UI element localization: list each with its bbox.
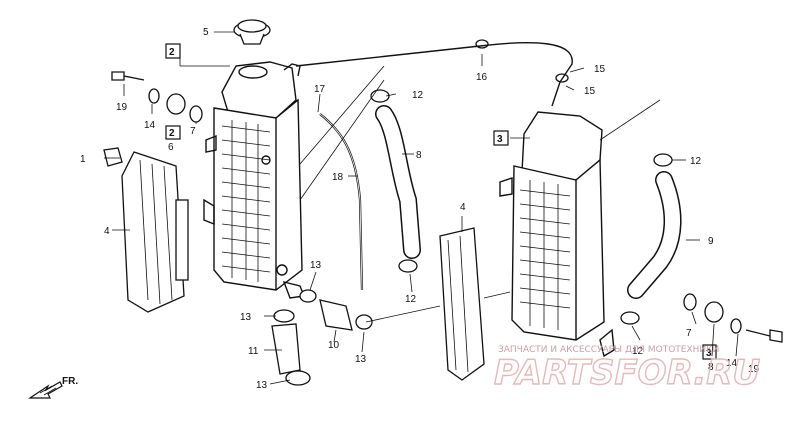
grommet-1 [103,147,123,167]
callout-8-grommet: 8 [708,362,714,373]
callout-2-box-b: 2 [169,128,175,139]
breather-hose-18 [319,113,364,291]
callout-10: 10 [328,340,340,351]
callout-11: 11 [248,346,259,357]
hose-11 [271,323,301,375]
callout-3-box: 3 [497,134,503,145]
callout-17: 17 [314,84,326,95]
callout-3-box-b: 3 [706,348,712,359]
callout-4-right: 4 [460,202,466,213]
callout-12-c: 12 [690,156,702,167]
callout-15-b: 15 [584,86,596,97]
callout-4-left: 4 [104,226,110,237]
callout-2-box: 2 [169,47,175,58]
right-shroud [439,227,485,381]
callout-19-right: 19 [748,364,760,375]
watermark-brand: PARTSFOR.RU [494,353,760,393]
callout-13-b: 13 [240,312,252,323]
callout-14-left: 14 [144,120,156,131]
callout-8-hose: 8 [416,150,422,161]
right-mount-hardware [683,293,783,343]
left-radiator [203,61,305,299]
callout-12-a: 12 [412,90,424,101]
hose-10 [319,299,353,331]
left-mount-hardware [111,71,203,123]
front-direction-arrow: FR. [28,376,78,399]
callout-16: 16 [476,72,488,83]
right-radiator [499,111,615,358]
callout-5: 5 [203,27,209,38]
watermark: ЗАПЧАСТИ И АКСЕССУАРЫ ДЛЯ МОТОТЕХНИКИ PA… [493,345,760,394]
callout-13-a: 13 [310,260,322,271]
callout-7-left: 7 [190,126,196,137]
callout-13-d: 13 [256,380,268,391]
callout-9: 9 [708,236,714,247]
callout-6: 6 [168,142,174,153]
watermark-subtitle: ЗАПЧАСТИ И АКСЕССУАРЫ ДЛЯ МОТОТЕХНИКИ [498,345,719,355]
leader-lines [104,31,739,385]
callout-7-right: 7 [686,328,692,339]
front-direction-label: FR. [62,376,78,387]
callout-12-d: 12 [632,346,644,357]
radiator-cap [233,19,271,45]
callout-15-a: 15 [594,64,606,75]
callout-19-left: 19 [116,102,128,113]
callout-1: 1 [80,154,86,165]
callout-14-right: 14 [726,358,738,369]
left-shroud [121,151,189,313]
callout-18: 18 [332,172,344,183]
callout-boxes [165,43,717,360]
callout-13-c: 13 [355,354,367,365]
callout-labels: 1 2 2 3 3 4 4 5 6 7 7 8 8 9 10 11 12 12 … [80,27,760,391]
overflow-hose-15 [295,42,573,107]
callout-12-b: 12 [405,294,417,305]
